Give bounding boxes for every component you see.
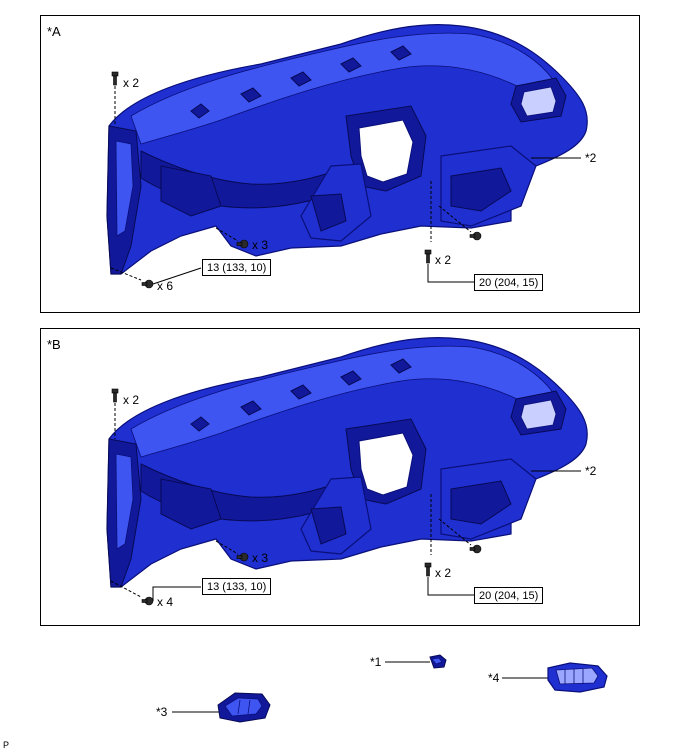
panel-a: *A x 2 x 3 x 6 x 2 *2 13 (133, 10) 20 (2…: [40, 15, 640, 313]
upper-bolt-qty: x 2: [123, 393, 140, 407]
right-bolt-qty: x 2: [435, 253, 452, 267]
mid-bolt-qty: x 3: [252, 238, 269, 252]
clip-part: [429, 654, 447, 669]
ref-part-label: *2: [585, 464, 597, 478]
part-label-4: *4: [488, 671, 500, 685]
part-label-1: *1: [370, 655, 382, 669]
torque-spec-right: 20 (204, 15): [474, 274, 544, 291]
panel-label: *A: [47, 24, 61, 39]
dashboard-illustration: [106, 337, 588, 606]
torque-spec-left: 13 (133, 10): [202, 578, 272, 595]
torque-spec-left: 13 (133, 10): [202, 259, 272, 276]
mid-bolt-qty: x 3: [252, 551, 269, 565]
panel-label: *B: [47, 337, 61, 352]
side-vent-part: [547, 662, 608, 693]
right-bolt-qty: x 2: [435, 566, 452, 580]
upper-bolt-qty: x 2: [123, 76, 140, 90]
dashboard-illustration: [106, 24, 588, 289]
torque-spec-right: 20 (204, 15): [474, 587, 544, 604]
ref-part-label: *2: [585, 151, 597, 165]
corner-code: P: [3, 740, 10, 750]
lower-bolt-qty: x 4: [157, 595, 174, 609]
center-vent-part: [217, 692, 271, 723]
panel-b: *B x 2 x 3 x 4 x 2 *2 13 (133, 10) 20 (2…: [40, 328, 640, 626]
lower-bolt-qty: x 6: [157, 279, 174, 293]
part-label-3: *3: [156, 705, 168, 719]
